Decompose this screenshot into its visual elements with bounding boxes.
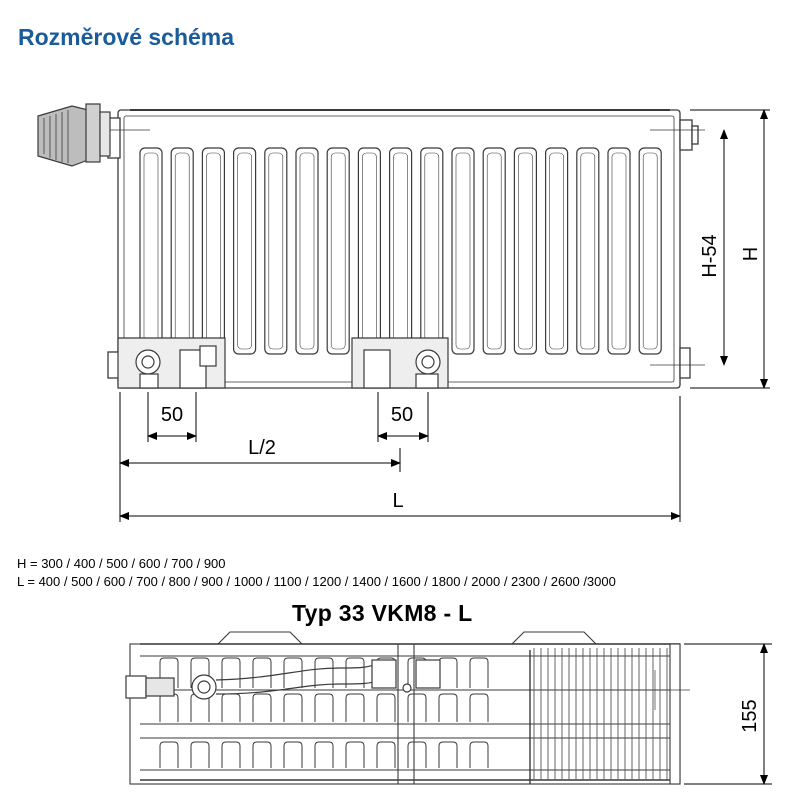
convector-fin (345, 693, 365, 722)
convector-fin (221, 657, 241, 688)
radiator-rib (420, 147, 444, 355)
radiator-top-view (129, 631, 690, 785)
dim-height: H (740, 247, 762, 261)
radiator-rib (357, 147, 381, 355)
dim-middle-offset: 50 (391, 404, 413, 426)
type-title: Typ 33 VKM8 - L (292, 600, 473, 626)
convector-fin (407, 693, 427, 722)
convector-fin (252, 657, 272, 688)
radiator-rib (544, 147, 569, 355)
radiator-rib (607, 147, 631, 355)
top-view-hatched-section (533, 648, 668, 780)
valve-connection-left (117, 337, 226, 389)
thermostatic-head (37, 103, 111, 167)
convector-fin (345, 741, 365, 768)
convector-fin (469, 657, 489, 688)
page-title: Rozměrové schéma (18, 24, 235, 50)
dim-half-length: L/2 (248, 437, 276, 459)
height-options: H = 300 / 400 / 500 / 600 / 700 / 900 (17, 556, 226, 571)
dim-height-minus: H-54 (699, 234, 721, 277)
dim-depth: 155 (739, 699, 761, 732)
radiator-rib (170, 147, 194, 355)
convector-fin (314, 741, 334, 768)
radiator-rib (576, 147, 600, 355)
convector-fin (438, 693, 458, 722)
convector-fin (314, 657, 334, 688)
radiator-rib (482, 147, 506, 355)
top-view-connection (125, 659, 441, 700)
radiator-rib (295, 147, 319, 355)
convector-fin (345, 657, 365, 688)
dim-length: L (392, 490, 403, 512)
convector-fin (407, 741, 427, 768)
radiator-rib (264, 147, 288, 355)
radiator-rib (139, 147, 163, 355)
length-options: L = 400 / 500 / 600 / 700 / 800 / 900 / … (17, 574, 616, 589)
convector-fin (190, 657, 210, 688)
convector-fin (159, 741, 179, 768)
convector-fin (283, 657, 303, 688)
convector-fin (376, 741, 396, 768)
radiator-rib (326, 147, 350, 355)
radiator-ribs (139, 147, 662, 355)
convector-fin (190, 741, 210, 768)
front-dimensions (119, 109, 770, 522)
valve-connection-middle (351, 337, 449, 389)
convector-fin (252, 741, 272, 768)
radiator-front-view (100, 109, 705, 389)
convector-fin (438, 741, 458, 768)
air-vent-plug (679, 119, 693, 151)
radiator-rib (513, 147, 538, 355)
top-dimensions (684, 643, 772, 785)
convector-fin (469, 741, 489, 768)
radiator-rib (201, 147, 225, 355)
radiator-rib (638, 147, 662, 355)
convector-fin (283, 741, 303, 768)
convector-fin (283, 693, 303, 722)
convector-fin (252, 693, 272, 722)
radiator-rib (451, 147, 475, 355)
dim-left-offset: 50 (161, 404, 183, 426)
convector-fin (376, 693, 396, 722)
radiator-rib (389, 147, 413, 355)
convector-fin (469, 693, 489, 722)
convector-fin (314, 693, 334, 722)
radiator-rib (233, 147, 257, 355)
convector-fin (159, 657, 179, 688)
convector-fin (221, 741, 241, 768)
